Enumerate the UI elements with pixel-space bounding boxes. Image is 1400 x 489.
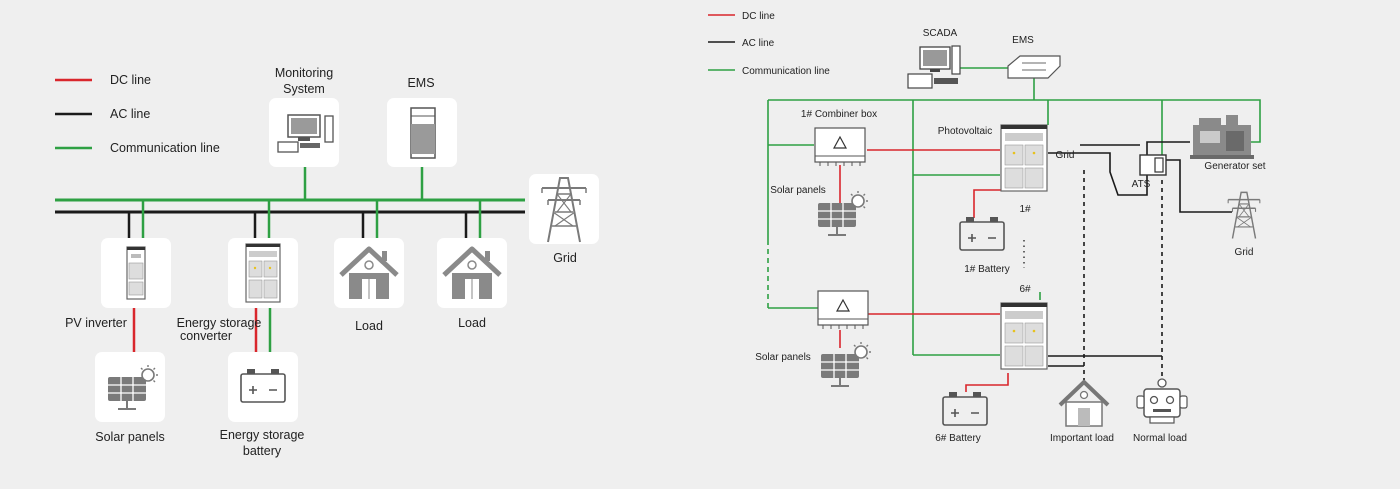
left-diagram: DC line AC line Communication line: [55, 66, 599, 458]
solar-panels-label: Solar panels: [95, 430, 165, 444]
load-label-2: Load: [458, 316, 486, 330]
ems-switch-node: [1007, 55, 1061, 79]
unit-1-label: 1#: [1019, 204, 1031, 215]
monitoring-label-line2: System: [283, 82, 325, 96]
ems-label: EMS: [1012, 35, 1034, 46]
grid-label: Grid: [553, 251, 577, 265]
pcs-cabinet-6: [1000, 302, 1048, 370]
ems-label: EMS: [407, 76, 434, 90]
combiner-box-1: [814, 127, 866, 167]
combiner-box-6: [817, 290, 869, 330]
server-icon: [410, 107, 436, 159]
esc-label-line2: converter: [180, 329, 232, 343]
ats-node: [1139, 154, 1167, 176]
grid-tower-node: [1227, 191, 1261, 240]
solar-panel-icon: [820, 341, 872, 387]
combiner-label: 1# Combiner box: [801, 109, 877, 120]
comm-lines: [767, 67, 1261, 356]
solar-panels-node: [95, 352, 165, 422]
battery-icon: [942, 391, 988, 426]
pv-inverter-node: [101, 238, 171, 308]
solar-panel-icon: [817, 190, 869, 236]
energy-storage-converter-node: [228, 238, 298, 308]
generator-set-node: [1190, 115, 1254, 159]
grid-tower-label: Grid: [1235, 247, 1254, 258]
ac-lines: [1048, 141, 1232, 380]
normal-load-node: [1136, 378, 1188, 424]
important-load-node: [1058, 380, 1110, 427]
grid-connection-label: Grid: [1056, 150, 1075, 161]
dc-lines: [839, 149, 1010, 392]
legend-comm-label: Communication line: [742, 66, 830, 77]
legend-dc-label: DC line: [742, 11, 775, 22]
solar-panels-label-2: Solar panels: [755, 352, 811, 363]
solar-panels-label-1: Solar panels: [770, 185, 826, 196]
bus-drops: [127, 167, 482, 352]
scada-node: [907, 45, 961, 89]
right-diagram: DC line AC line Communication line: [708, 11, 1266, 444]
unit-6-label: 6#: [1019, 284, 1031, 295]
pv-inverter-label: PV inverter: [65, 316, 127, 330]
scada-label: SCADA: [923, 28, 958, 39]
legend-dc-label: DC line: [110, 73, 151, 87]
load-node-1: [334, 238, 404, 308]
right-legend: DC line AC line Communication line: [708, 11, 830, 77]
photovoltaic-label: Photovoltaic: [938, 126, 992, 137]
load-node-2: [437, 238, 507, 308]
esb-label-line2: battery: [243, 444, 282, 458]
legend-comm-label: Communication line: [110, 141, 220, 155]
battery-icon: [959, 216, 1005, 251]
legend-ac-label: AC line: [110, 107, 150, 121]
legend-ac-label: AC line: [742, 38, 775, 49]
normal-load-label: Normal load: [1133, 433, 1187, 444]
load-label-1: Load: [355, 319, 383, 333]
important-load-label: Important load: [1050, 433, 1114, 444]
battery-6-label: 6# Battery: [935, 433, 981, 444]
left-legend: DC line AC line Communication line: [55, 73, 220, 155]
battery-1-label: 1# Battery: [964, 264, 1010, 275]
monitor-computer-icon: [277, 114, 334, 153]
ats-label: ATS: [1132, 179, 1151, 190]
ems-node: [387, 98, 457, 167]
monitoring-system-node: [269, 98, 339, 167]
energy-storage-battery-node: [228, 352, 298, 422]
esc-label-line1: Energy storage: [177, 316, 262, 330]
inverter-icon: [126, 246, 146, 300]
generator-set-label: Generator set: [1204, 161, 1265, 172]
grid-node: [529, 174, 599, 244]
esb-label-line1: Energy storage: [220, 428, 305, 442]
pcs-cabinet-1: [1000, 124, 1048, 192]
transmission-tower-icon: [1227, 191, 1261, 240]
converter-cabinet-icon: [245, 243, 281, 303]
monitoring-label-line1: Monitoring: [275, 66, 333, 80]
